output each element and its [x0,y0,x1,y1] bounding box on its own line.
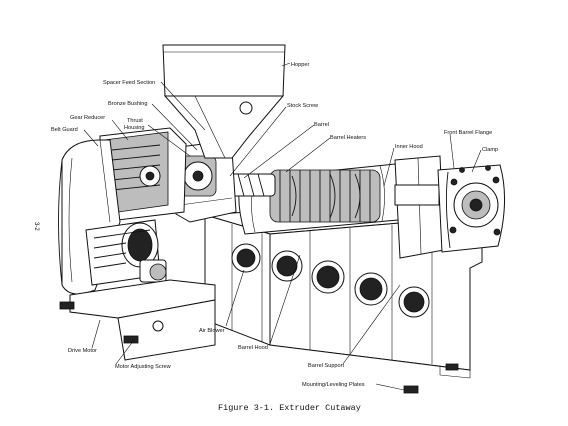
part-labels: Hopper Spacer Feed Section Bronze Bushin… [51,62,498,388]
label-bronze-bushing: Bronze Bushing [108,101,148,107]
drive-motor [85,219,167,286]
motor-subframe [69,279,216,361]
hopper [162,44,286,159]
figure-caption: Figure 3-1. Extruder Cutaway [218,403,361,413]
label-motor-adjusting-screw: Motor Adjusting Screw [115,364,172,370]
label-mounting-leveling-plates: Mounting/Leveling Plates [302,382,365,388]
barrel-heaters [269,169,381,223]
front-barrel-flange [437,164,505,253]
label-front-barrel-flange: Front Barrel Flange [444,130,492,136]
label-drive-motor: Drive Motor [68,348,97,354]
label-housing: Housing [124,125,145,131]
label-hopper: Hopper [291,62,309,68]
leveling-plates [59,301,459,394]
label-barrel-hood: Barrel Hood [238,345,268,351]
leader-lines [83,62,482,391]
label-barrel-support: Barrel Support [308,363,345,369]
label-thrust: Thrust [127,118,143,124]
label-barrel: Barrel [314,122,329,128]
label-belt-guard: Belt Guard [51,127,78,133]
label-spacer-feed-section: Spacer Feed Section [103,80,155,86]
feed-section-housing [171,141,237,223]
label-clamp: Clamp [482,147,498,153]
label-barrel-heaters: Barrel Heaters [330,135,366,141]
page-number: 3-2 [33,222,39,231]
label-stock-screw: Stock Screw [287,103,319,109]
inner-hood [394,155,445,259]
label-inner-hood: Inner Hood [395,144,423,150]
air-blower-vents [231,243,430,318]
label-air-blower: Air Blower [199,328,225,334]
label-gear-reducer: Gear Reducer [70,115,105,121]
gear-reducer [99,127,187,221]
